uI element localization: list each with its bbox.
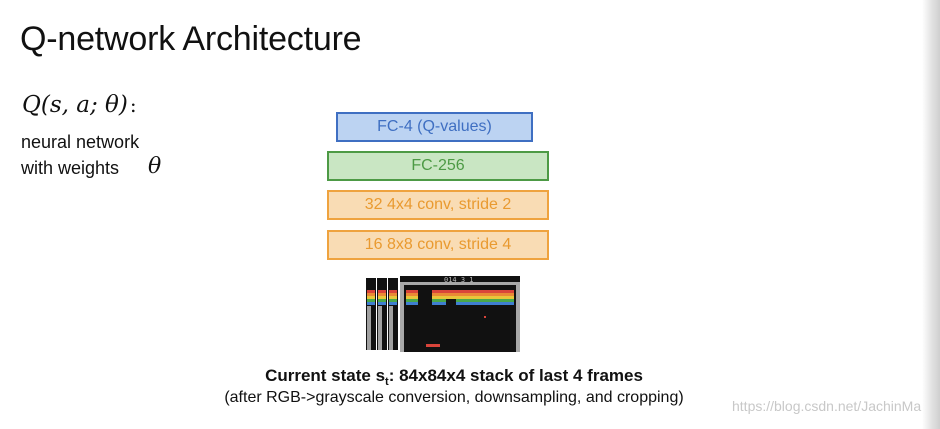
input-frame-stack: 014 3 1 (366, 276, 520, 352)
layer-conv-32-4x4: 32 4x4 conv, stride 2 (327, 190, 549, 220)
q-function-colon: : (129, 93, 137, 117)
input-frame-3 (388, 278, 398, 350)
watermark-url: https://blog.csdn.net/JachinMa (732, 398, 922, 414)
q-function-description-line1: neural network (21, 132, 140, 152)
q-function-description-line2: with weights (21, 158, 120, 178)
input-frame-1 (366, 278, 376, 350)
layer-fc256: FC-256 (327, 151, 549, 181)
input-caption-detail: (after RGB->grayscale conversion, downsa… (224, 389, 684, 406)
slide-title: Q-network Architecture (20, 20, 362, 58)
input-caption-prefix: Current state s (265, 366, 386, 385)
input-caption-subscript: t (385, 376, 389, 388)
q-function-expression: Q(s, a; θ): (22, 92, 137, 118)
input-frame-front (400, 276, 520, 352)
game-score-text: 014 3 1 (444, 276, 474, 284)
input-caption-suffix: : 84x84x4 stack of last 4 frames (388, 366, 643, 385)
layer-fc4-q-values: FC-4 (Q-values) (336, 112, 533, 142)
input-frame-2 (377, 278, 387, 350)
weights-theta-symbol: θ (148, 154, 162, 179)
slide-edge-shadow (922, 0, 940, 429)
q-function-formula: Q(s, a; θ) (22, 92, 128, 118)
input-caption: Current state st: 84x84x4 stack of last … (0, 366, 904, 388)
layer-conv-16-8x8: 16 8x8 conv, stride 4 (327, 230, 549, 260)
